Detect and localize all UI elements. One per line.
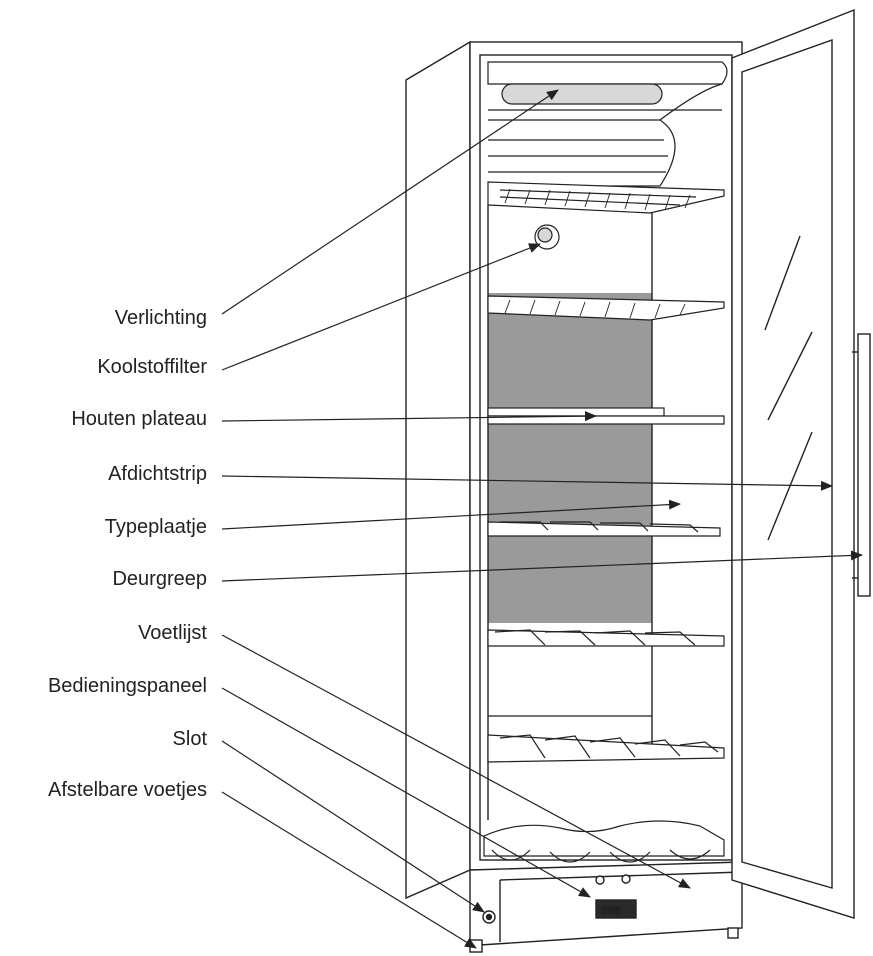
control-display — [595, 899, 637, 919]
leader-koolstoffilter — [221, 243, 541, 371]
leader-deurgreep — [221, 550, 863, 582]
label-typeplaatje: Typeplaatje — [104, 516, 207, 538]
top-light-area — [487, 61, 728, 187]
leader-houten-plateau — [221, 411, 597, 422]
label-slot: Slot — [172, 728, 207, 750]
carbon-filter — [534, 224, 560, 250]
leader-afdichtstrip — [221, 475, 833, 491]
control-display-readout: 888 — [601, 906, 621, 918]
leader-lines — [221, 89, 863, 949]
leader-verlichting — [221, 89, 559, 315]
label-afstelbare-voetjes: Afstelbare voetjes — [48, 779, 207, 801]
door — [731, 8, 871, 919]
leader-bedieningspaneel — [221, 687, 591, 898]
shelves — [483, 181, 725, 863]
cabinet — [405, 40, 743, 900]
door-handle — [857, 333, 871, 597]
label-koolstoffilter: Koolstoffilter — [97, 356, 207, 378]
base: 888 — [469, 861, 743, 953]
leader-afstelbare-voetjes — [221, 791, 477, 949]
leader-slot — [221, 740, 485, 913]
label-verlichting: Verlichting — [114, 307, 207, 329]
label-voetlijst: Voetlijst — [138, 622, 207, 644]
foot-right — [727, 927, 739, 939]
back-panel — [488, 293, 652, 623]
leader-voetlijst — [221, 634, 691, 889]
door-glass — [741, 39, 833, 889]
label-houten-plateau: Houten plateau — [71, 408, 207, 430]
label-deurgreep: Deurgreep — [112, 568, 207, 590]
light-strip — [501, 83, 663, 105]
label-afdichtstrip: Afdichtstrip — [108, 463, 207, 485]
leader-typeplaatje — [221, 499, 681, 530]
label-bedieningspaneel: Bedieningspaneel — [47, 675, 207, 697]
